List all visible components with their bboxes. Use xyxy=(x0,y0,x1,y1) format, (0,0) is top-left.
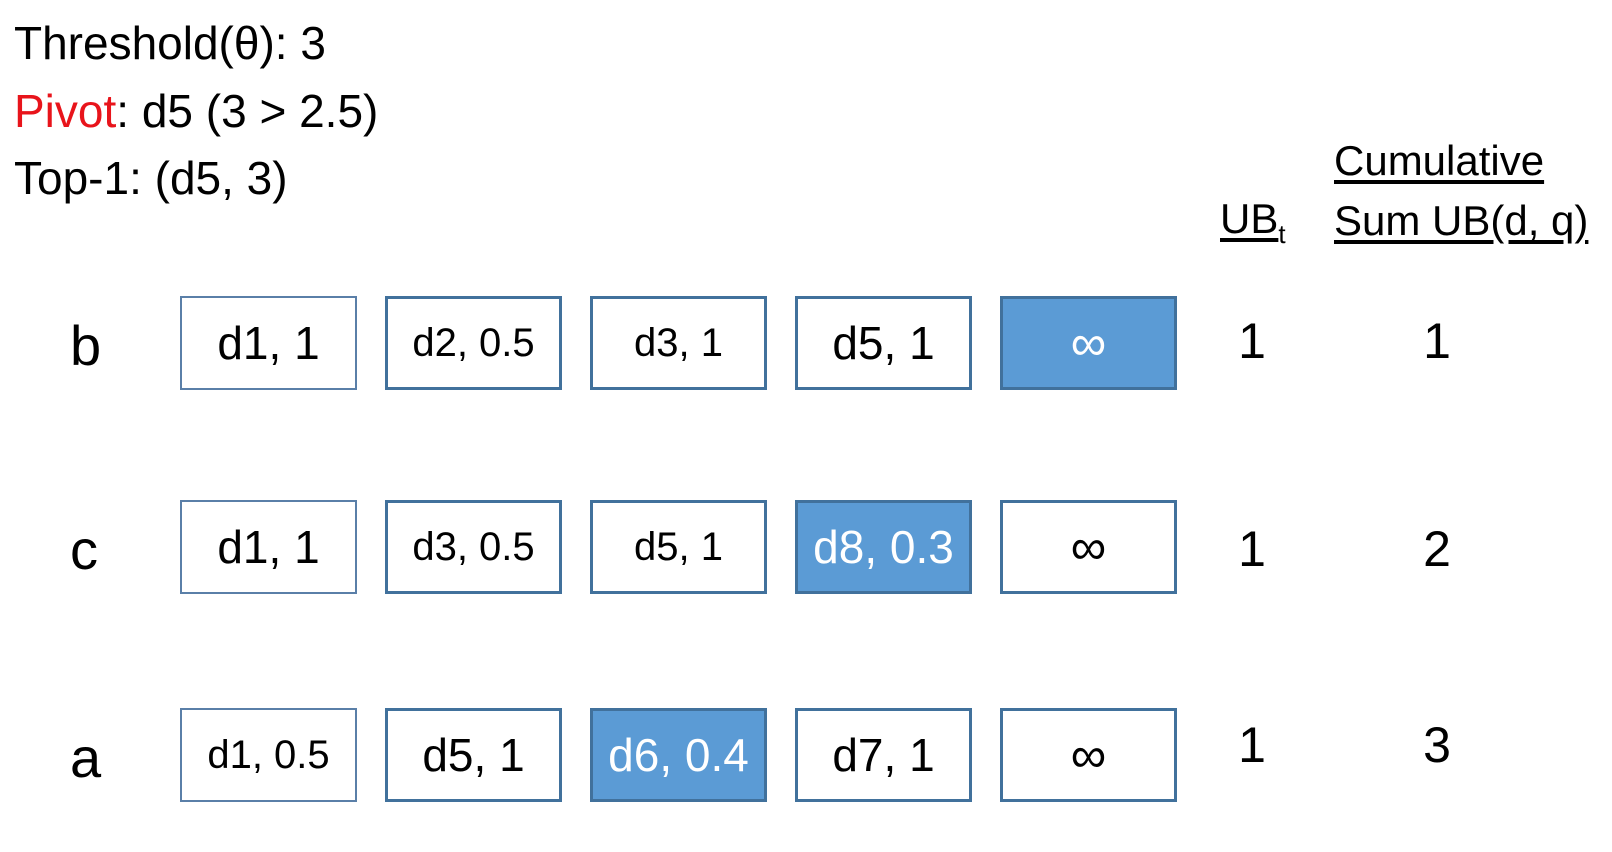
row-label-b: b xyxy=(70,314,102,377)
cumulative-value: 2 xyxy=(1423,521,1451,577)
posting-cell: d5, 1 xyxy=(590,500,767,594)
ub-t-header-sub: t xyxy=(1278,219,1286,249)
ub-value: 1 xyxy=(1238,313,1266,369)
ub-t-header: UBt xyxy=(1220,195,1286,249)
threshold-text: Threshold(θ): 3 xyxy=(14,17,326,69)
pivot-text: Pivot: d5 (3 > 2.5) xyxy=(14,88,378,134)
top1-text: Top-1: (d5, 3) xyxy=(14,152,288,204)
pivot-label: Pivot xyxy=(14,85,117,137)
posting-cell: d1, 1 xyxy=(180,500,357,594)
pivot-value: : d5 (3 > 2.5) xyxy=(116,85,379,137)
ub-value: 1 xyxy=(1238,521,1266,577)
cumulative-header-line2: Sum UB(d, q) xyxy=(1334,197,1589,244)
posting-cell-current: d8, 0.3 xyxy=(795,500,972,594)
cumulative-value: 1 xyxy=(1423,313,1451,369)
posting-cell: d7, 1 xyxy=(795,708,972,802)
ub-value: 1 xyxy=(1238,717,1266,773)
row-label-a: a xyxy=(70,726,102,789)
posting-cell: d1, 0.5 xyxy=(180,708,357,802)
posting-cell: d3, 1 xyxy=(590,296,767,390)
posting-cell: d2, 0.5 xyxy=(385,296,562,390)
posting-cell: d5, 1 xyxy=(795,296,972,390)
cumulative-header-line1: Cumulative xyxy=(1334,137,1545,184)
row-label-c: c xyxy=(70,518,98,581)
posting-cell-current: ∞ xyxy=(1000,296,1177,390)
posting-cell-current: d6, 0.4 xyxy=(590,708,767,802)
posting-cell: ∞ xyxy=(1000,708,1177,802)
posting-cell: d1, 1 xyxy=(180,296,357,390)
posting-cell: d5, 1 xyxy=(385,708,562,802)
cumulative-value: 3 xyxy=(1423,717,1451,773)
posting-cell: d3, 0.5 xyxy=(385,500,562,594)
ub-t-header-main: UB xyxy=(1220,195,1279,242)
posting-cell: ∞ xyxy=(1000,500,1177,594)
